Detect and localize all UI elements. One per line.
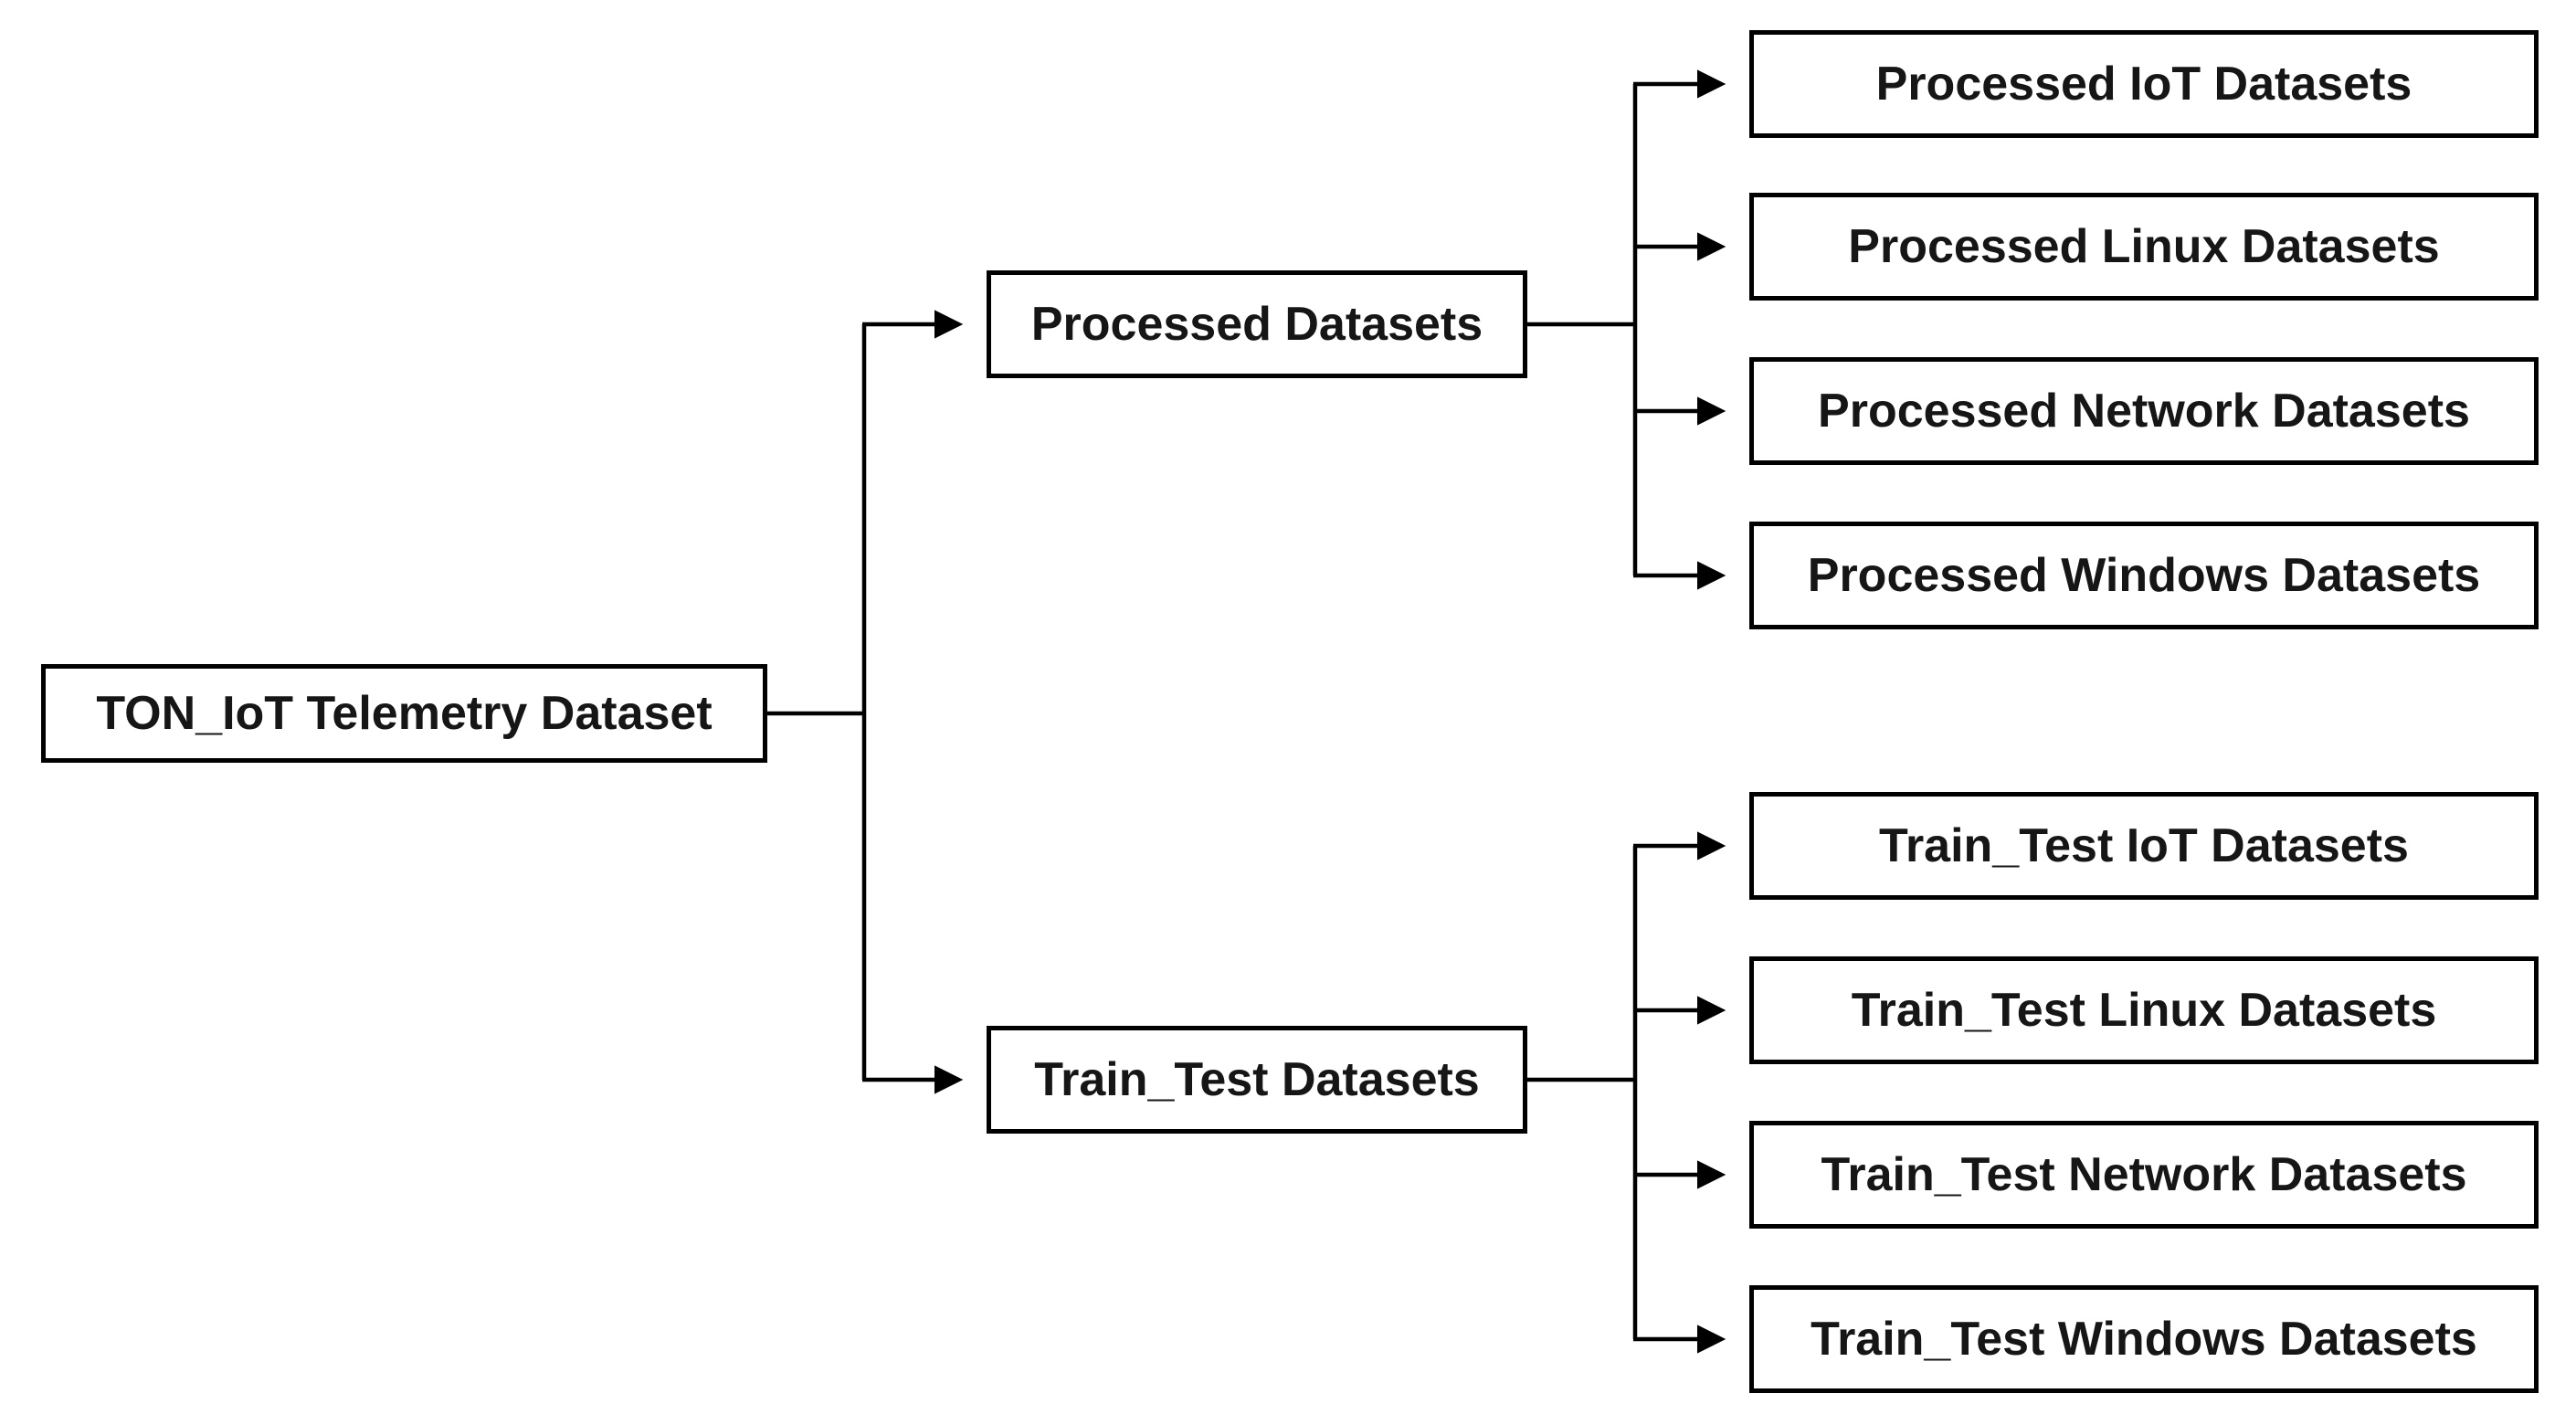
node-train-test-linux-datasets: Train_Test Linux Datasets — [1749, 956, 2539, 1064]
node-train-test-iot-datasets: Train_Test IoT Datasets — [1749, 792, 2539, 900]
node-train-test-windows-datasets: Train_Test Windows Datasets — [1749, 1285, 2539, 1393]
node-ton-iot-telemetry-dataset: TON_IoT Telemetry Dataset — [41, 664, 767, 763]
node-processed-linux-datasets: Processed Linux Datasets — [1749, 193, 2539, 301]
node-processed-windows-datasets: Processed Windows Datasets — [1749, 522, 2539, 629]
node-processed-network-datasets: Processed Network Datasets — [1749, 357, 2539, 465]
node-processed-iot-datasets: Processed IoT Datasets — [1749, 30, 2539, 138]
node-train-test-datasets: Train_Test Datasets — [987, 1026, 1527, 1134]
node-processed-datasets: Processed Datasets — [987, 270, 1527, 378]
node-train-test-network-datasets: Train_Test Network Datasets — [1749, 1121, 2539, 1229]
